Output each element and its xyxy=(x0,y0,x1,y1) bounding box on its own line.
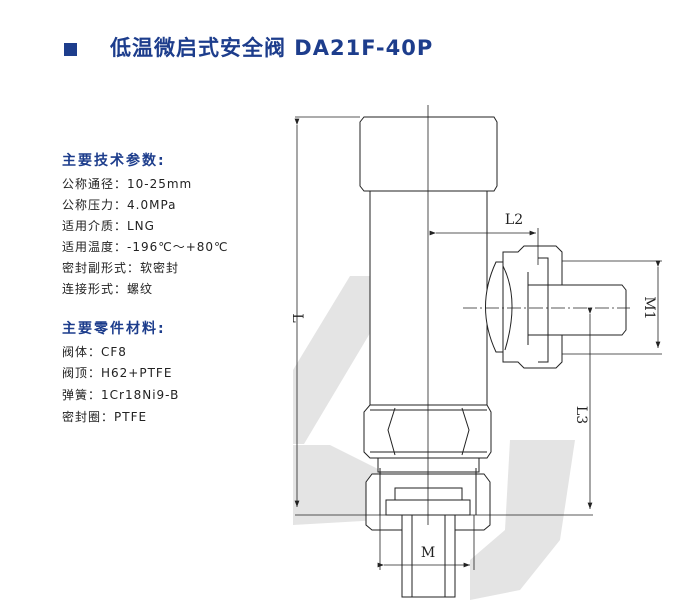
dim-M-label: M xyxy=(421,545,435,561)
spec-item: 适用介质：LNG xyxy=(62,219,155,233)
specs-heading: 主要技术参数: xyxy=(62,153,166,169)
spec-item: 适用温度：-196℃～+80℃ xyxy=(62,240,229,254)
dim-M1-label: M1 xyxy=(641,296,657,319)
material-item: 弹簧：1Cr18Ni9-B xyxy=(62,388,180,402)
title-marker xyxy=(64,43,77,56)
spec-item: 公称压力：4.0MPa xyxy=(62,198,177,212)
neck xyxy=(377,457,480,473)
side-nut xyxy=(502,245,563,369)
material-item: 阀体：CF8 xyxy=(62,345,127,359)
dim-L3-label: L3 xyxy=(573,406,589,424)
material-item: 密封圈：PTFE xyxy=(62,410,148,424)
spec-item: 公称通径：10-25mm xyxy=(62,177,193,191)
hex-nut xyxy=(363,404,492,459)
top-cap xyxy=(359,116,498,192)
materials-heading: 主要零件材料: xyxy=(62,321,166,337)
spec-item: 连接形式：螺纹 xyxy=(62,282,154,296)
material-item: 阀顶：H62+PTFE xyxy=(62,366,173,380)
side-pipe xyxy=(547,284,627,336)
spec-item: 密封副形式：软密封 xyxy=(62,261,180,275)
dim-L2-label: L2 xyxy=(505,212,523,228)
page-title: 低温微启式安全阀 DA21F-40P xyxy=(110,36,434,60)
valve-body xyxy=(369,190,488,406)
dim-L-label: L xyxy=(289,313,305,322)
side-body xyxy=(485,261,504,353)
side-pipe-inner xyxy=(528,284,548,336)
